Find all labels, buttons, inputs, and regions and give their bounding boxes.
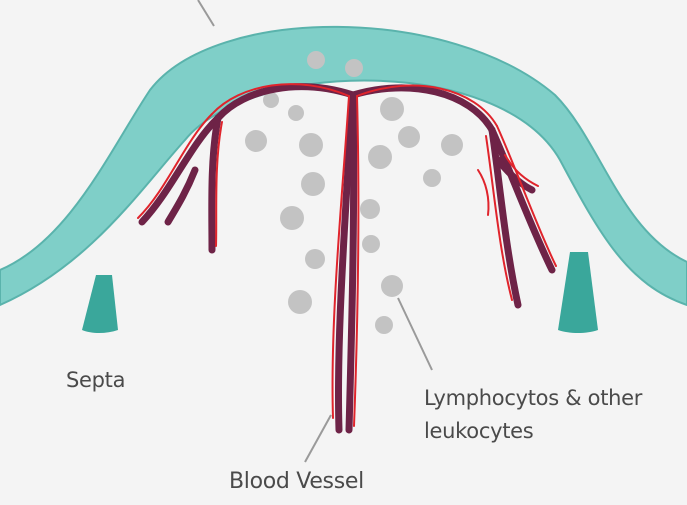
cell	[362, 235, 380, 253]
cell	[345, 59, 363, 77]
cell	[280, 206, 304, 230]
cell	[360, 199, 380, 219]
cell	[305, 249, 325, 269]
cell	[368, 145, 392, 169]
lymphocytes-label: Lymphocytos & other leukocytes	[424, 382, 642, 448]
cell	[423, 169, 441, 187]
lymphocytes-label-line2: leukocytes	[424, 415, 642, 448]
cell	[375, 316, 393, 334]
blood-vessel-label: Blood Vessel	[229, 469, 364, 494]
lymphocytes-label-line1: Lymphocytos & other	[424, 382, 642, 415]
cell	[307, 51, 325, 69]
cell	[398, 126, 420, 148]
cell	[299, 133, 323, 157]
cell	[288, 290, 312, 314]
cell	[441, 134, 463, 156]
septa-label: Septa	[66, 368, 125, 392]
cell	[301, 172, 325, 196]
cell	[380, 97, 404, 121]
cell	[288, 105, 304, 121]
cell	[381, 275, 403, 297]
cell	[245, 130, 267, 152]
